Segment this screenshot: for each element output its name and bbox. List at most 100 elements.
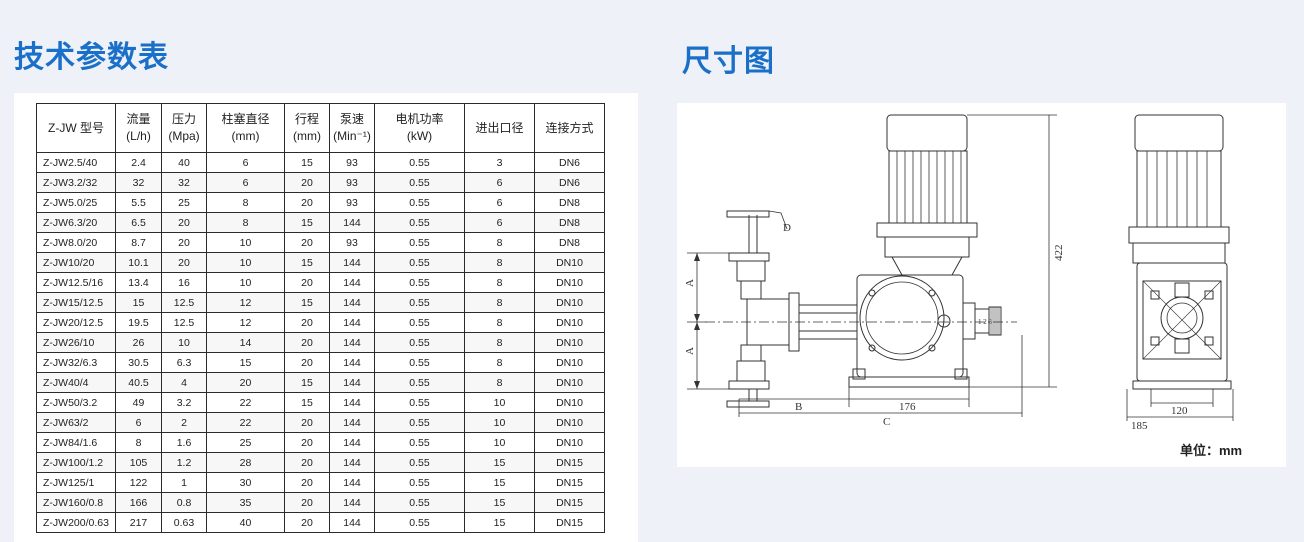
table-cell: 144 bbox=[329, 432, 375, 453]
column-header: 泵速 (Min⁻¹) bbox=[329, 103, 375, 153]
table-cell: 26 bbox=[115, 332, 162, 353]
table-cell: 144 bbox=[329, 472, 375, 493]
column-header-title: 流量 bbox=[126, 112, 151, 126]
table-cell: 22 bbox=[206, 392, 285, 413]
table-cell: 2 bbox=[161, 412, 207, 433]
dimension-drawing-panel: 1 2 3 bbox=[677, 103, 1286, 467]
column-header: 电机功率(kW) bbox=[374, 103, 465, 153]
table-cell: 19.5 bbox=[115, 312, 162, 333]
table-cell: 8 bbox=[464, 352, 535, 373]
table-cell: 0.55 bbox=[374, 232, 465, 253]
table-cell: 8 bbox=[464, 372, 535, 393]
table-cell: 25 bbox=[206, 432, 285, 453]
side-view bbox=[1126, 114, 1234, 421]
table-cell: Z-JW8.0/20 bbox=[36, 232, 116, 253]
dim-a bbox=[687, 252, 737, 390]
table-cell: 20 bbox=[284, 512, 330, 533]
table-cell: 93 bbox=[329, 232, 375, 253]
column-header: 流量 (L/h) bbox=[115, 103, 162, 153]
table-cell: 5.5 bbox=[115, 192, 162, 213]
table-cell: DN15 bbox=[534, 472, 605, 493]
table-cell: 30 bbox=[206, 472, 285, 493]
column-header-unit: (Mpa) bbox=[168, 129, 200, 143]
table-cell: 122 bbox=[115, 472, 162, 493]
table-cell: 1.6 bbox=[161, 432, 207, 453]
table-cell: 40.5 bbox=[115, 372, 162, 393]
table-cell: 8.7 bbox=[115, 232, 162, 253]
table-cell: 20 bbox=[284, 332, 330, 353]
table-cell: 35 bbox=[206, 492, 285, 513]
table-cell: 25 bbox=[161, 192, 207, 213]
table-cell: 20 bbox=[284, 312, 330, 333]
label-a-bottom: A bbox=[684, 347, 696, 355]
table-cell: 144 bbox=[329, 292, 375, 313]
table-cell: 144 bbox=[329, 372, 375, 393]
table-cell: 4 bbox=[161, 372, 207, 393]
table-cell: DN10 bbox=[534, 372, 605, 393]
column-header: Z-JW 型号 bbox=[36, 103, 116, 153]
table-cell: 144 bbox=[329, 312, 375, 333]
table-cell: Z-JW100/1.2 bbox=[36, 452, 116, 473]
front-view: 1 2 3 bbox=[687, 114, 1057, 417]
table-cell: 15 bbox=[284, 252, 330, 273]
table-cell: Z-JW10/20 bbox=[36, 252, 116, 273]
table-cell: Z-JW3.2/32 bbox=[36, 172, 116, 193]
column-header-title: 泵速 bbox=[339, 112, 364, 126]
table-cell: Z-JW125/1 bbox=[36, 472, 116, 493]
table-cell: 20 bbox=[284, 432, 330, 453]
table-cell: 10 bbox=[206, 272, 285, 293]
table-cell: 0.55 bbox=[374, 512, 465, 533]
svg-text:1 2 3: 1 2 3 bbox=[978, 318, 993, 326]
table-cell: 10 bbox=[206, 232, 285, 253]
column-header-title: Z-JW 型号 bbox=[48, 120, 104, 135]
table-cell: 20 bbox=[161, 252, 207, 273]
pump-base bbox=[848, 376, 970, 388]
column-header-unit: (L/h) bbox=[126, 129, 151, 143]
table-cell: 144 bbox=[329, 412, 375, 433]
table-cell: 144 bbox=[329, 352, 375, 373]
table-cell: 10 bbox=[206, 252, 285, 273]
column-header-title: 电机功率 bbox=[395, 112, 444, 126]
column-header-title: 连接方式 bbox=[545, 120, 594, 135]
column-header-title: 柱塞直径 bbox=[221, 112, 270, 126]
table-cell: Z-JW15/12.5 bbox=[36, 292, 116, 313]
label-d: D bbox=[783, 222, 791, 234]
table-cell: 32 bbox=[115, 172, 162, 193]
table-cell: 0.55 bbox=[374, 272, 465, 293]
dimension-drawing: 1 2 3 bbox=[684, 114, 1234, 432]
table-cell: DN10 bbox=[534, 252, 605, 273]
column-header-unit: (Min⁻¹) bbox=[333, 129, 371, 143]
table-cell: 0.55 bbox=[374, 412, 465, 433]
table-cell: 105 bbox=[115, 452, 162, 473]
table-cell: 2.4 bbox=[115, 152, 162, 173]
column-header: 压力(Mpa) bbox=[161, 103, 207, 153]
table-cell: 6 bbox=[115, 412, 162, 433]
table-cell: Z-JW63/2 bbox=[36, 412, 116, 433]
table-cell: 0.55 bbox=[374, 372, 465, 393]
table-cell: DN10 bbox=[534, 272, 605, 293]
table-cell: DN6 bbox=[534, 172, 605, 193]
table-cell: 6.5 bbox=[115, 212, 162, 233]
table-cell: 0.8 bbox=[161, 492, 207, 513]
table-header-row: Z-JW 型号流量(L/h)压力(Mpa)柱塞直径(mm)行程(mm)泵速(Mi… bbox=[36, 103, 605, 153]
table-cell: 15 bbox=[284, 292, 330, 313]
table-cell: 40 bbox=[206, 512, 285, 533]
table-cell: 0.55 bbox=[374, 212, 465, 233]
table-cell: 144 bbox=[329, 452, 375, 473]
motor-neck bbox=[891, 256, 963, 276]
table-cell: 15 bbox=[284, 372, 330, 393]
table-cell: 0.63 bbox=[161, 512, 207, 533]
table-cell: 8 bbox=[464, 332, 535, 353]
table-cell: 32 bbox=[161, 172, 207, 193]
table-cell: 8 bbox=[464, 272, 535, 293]
column-header: 连接方式 bbox=[534, 103, 605, 153]
table-cell: Z-JW32/6.3 bbox=[36, 352, 116, 373]
